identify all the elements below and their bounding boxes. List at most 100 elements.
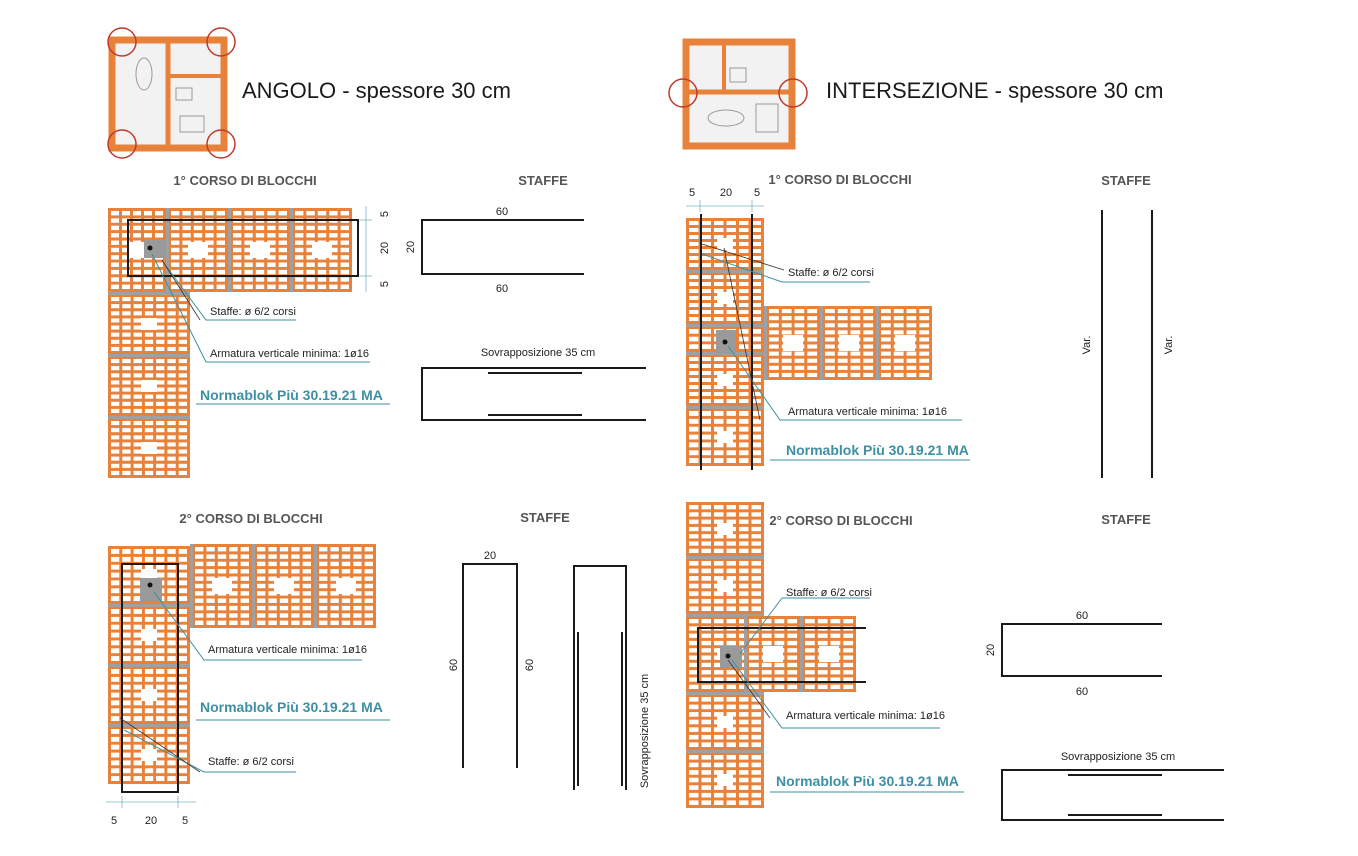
intersezione-staffe2-stirrup (1001, 623, 1224, 821)
intersezione-course2-staffe-label: Staffe: ø 6/2 corsi (786, 587, 872, 599)
intersezione-course2-product: Normablok Più 30.19.21 MA (776, 773, 959, 789)
mortar-joint (876, 306, 879, 380)
dim-5-left: 5 (689, 187, 695, 199)
angolo-staffe1-stirrup (421, 219, 646, 421)
intersezione-course2-heading: 2° CORSO DI BLOCCHI (769, 513, 912, 528)
mortar-joint (290, 208, 293, 292)
angolo-course1-heading: 1° CORSO DI BLOCCHI (173, 173, 316, 188)
mortar-joint (820, 306, 823, 380)
clay-block (168, 208, 228, 292)
clay-block (108, 418, 190, 478)
angolo-course1-rebar (127, 219, 359, 277)
clay-block (230, 208, 290, 292)
plan-thumbnail-intersezione (668, 38, 808, 150)
intersection-marker-icon (668, 78, 698, 108)
intersezione-course2-blocks (686, 502, 856, 808)
intersezione-course1-product: Normablok Più 30.19.21 MA (786, 442, 969, 458)
mortar-joint (800, 616, 803, 692)
angolo-course1-leaders (151, 253, 390, 405)
clay-block (686, 502, 764, 556)
dim-20-bottom: 20 (145, 815, 157, 827)
intersezione-staffe1-bars (1101, 210, 1153, 478)
angolo-course2-leaders (119, 591, 390, 773)
corner-marker-icon (107, 129, 137, 159)
clay-block (108, 356, 190, 416)
mortar-joint (228, 208, 231, 292)
mortar-joint (108, 604, 190, 607)
angolo-course2-armatura-label: Armatura verticale minima: 1ø16 (208, 644, 367, 656)
mortar-joint (764, 306, 767, 380)
mortar-joint (166, 208, 169, 292)
clay-block (108, 666, 190, 724)
clay-block (686, 694, 764, 750)
mortar-joint (314, 544, 317, 628)
angolo-staffe2-left-dim: 60 (448, 659, 460, 671)
intersezione-course2-armatura-label: Armatura verticale minima: 1ø16 (786, 710, 945, 722)
intersezione-course1-rebar (700, 214, 753, 470)
angolo-staffe1-bottom-dim: 60 (496, 283, 508, 295)
angolo-course1-armatura-label: Armatura verticale minima: 1ø16 (210, 348, 369, 360)
corner-marker-icon (107, 27, 137, 57)
mortar-joint (108, 354, 190, 357)
angolo-staffe1-heading: STAFFE (518, 173, 568, 188)
intersezione-course1-heading: 1° CORSO DI BLOCCHI (768, 172, 911, 187)
plan-thumbnail-angolo (107, 27, 236, 159)
intersezione-staffe1-var-right: Var. (1163, 336, 1175, 355)
clay-block (192, 544, 252, 628)
angolo-course1-dimensions: 5 20 5 (360, 206, 391, 292)
intersezione-course1-dimensions: 5 20 5 (686, 187, 764, 212)
mortar-joint (108, 664, 190, 667)
angolo-staffe2-heading: STAFFE (520, 510, 570, 525)
dim-5-left: 5 (111, 815, 117, 827)
intersezione-staffe1-var-left: Var. (1081, 336, 1093, 355)
dim-5-top: 5 (379, 211, 391, 217)
mortar-joint (190, 544, 193, 628)
dim-20: 20 (379, 242, 391, 254)
clay-block (686, 752, 764, 808)
intersezione-staffe2-bottom-dim: 60 (1076, 686, 1088, 698)
angolo-course1-product: Normablok Più 30.19.21 MA (200, 387, 383, 403)
angolo-course1-staffe-label: Staffe: ø 6/2 corsi (210, 306, 296, 318)
intersezione-course1-armatura-label: Armatura verticale minima: 1ø16 (788, 406, 947, 418)
mortar-joint (686, 750, 764, 753)
mortar-joint (686, 692, 764, 695)
angolo-course2-product: Normablok Più 30.19.21 MA (200, 699, 383, 715)
angolo-staffe1-side-dim: 20 (405, 241, 417, 253)
intersezione-staffe2-top-dim: 60 (1076, 610, 1088, 622)
intersezione-course1-staffe-label: Staffe: ø 6/2 corsi (788, 267, 874, 279)
clay-block (108, 294, 190, 354)
mortar-joint (108, 292, 190, 295)
dim-5-bottom: 5 (379, 281, 391, 287)
angolo-staffe2-right-dim: 60 (524, 659, 536, 671)
angolo-staffe2-top-dim: 20 (484, 550, 496, 562)
dim-20-top: 20 (720, 187, 732, 199)
intersezione-staffe2-heading: STAFFE (1101, 512, 1151, 527)
angolo-title: ANGOLO - spessore 30 cm (242, 78, 511, 103)
angolo-staffe1-overlap: Sovrapposizione 35 cm (481, 347, 595, 359)
angolo-staffe1-top-dim: 60 (496, 206, 508, 218)
clay-block (108, 208, 166, 292)
mortar-joint (686, 406, 764, 409)
angolo-staffe2-stirrup (462, 563, 627, 790)
intersezione-staffe2-side-dim: 20 (985, 644, 997, 656)
mortar-joint (686, 614, 764, 617)
dim-5-right: 5 (754, 187, 760, 199)
intersection-marker-icon (778, 78, 808, 108)
intersezione-course2-rebar (697, 627, 866, 683)
intersezione-staffe1-heading: STAFFE (1101, 173, 1151, 188)
mortar-joint (744, 616, 747, 692)
intersezione-title: INTERSEZIONE - spessore 30 cm (826, 78, 1163, 103)
corner-marker-icon (206, 129, 236, 159)
mortar-joint (252, 544, 255, 628)
angolo-course1-blocks (108, 208, 352, 478)
mortar-joint (108, 724, 190, 727)
mortar-joint (686, 556, 764, 559)
angolo-course2-staffe-label: Staffe: ø 6/2 corsi (208, 756, 294, 768)
intersezione-course1-leaders (701, 243, 970, 461)
dim-5-right: 5 (182, 815, 188, 827)
clay-block (254, 544, 314, 628)
clay-block (766, 306, 820, 380)
corner-marker-icon (206, 27, 236, 57)
mortar-joint (686, 270, 764, 273)
